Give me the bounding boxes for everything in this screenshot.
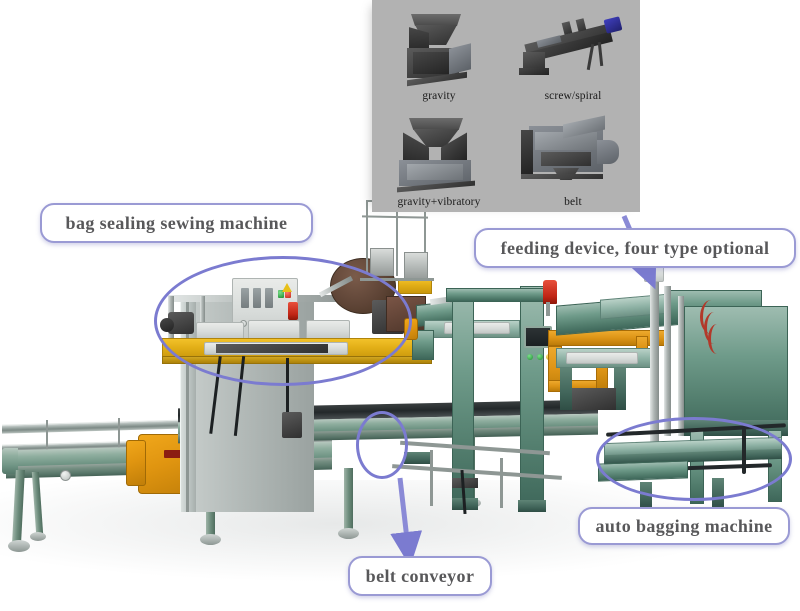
feed-option-label: gravity+vibratory [397,196,481,208]
callout-bag-sealing-sewing-machine[interactable]: bag sealing sewing machine [40,203,313,243]
feed-option-screw-spiral: screw/spiral [506,0,640,106]
warning-beacon [543,280,557,304]
feed-option-label: belt [564,196,582,208]
gravity-feeder-illustration [385,12,493,87]
belt-feeder-illustration [519,115,627,192]
feed-option-belt: belt [506,106,640,212]
callout-label: auto bagging machine [595,515,773,536]
fill-spout-rod [650,272,659,442]
gravity-vibratory-feeder-illustration [385,118,493,193]
callout-feeding-device[interactable]: feeding device, four type optional [474,228,796,268]
feeding-options-panel: gravity screw/spiral [372,0,640,212]
highlight-auto-bagging-machine [596,417,792,501]
highlight-bag-sealing-sewing-machine [154,256,412,386]
callout-auto-bagging-machine[interactable]: auto bagging machine [578,507,790,545]
feed-option-label: gravity [422,90,456,102]
feed-option-label: screw/spiral [544,90,602,102]
callout-label: feeding device, four type optional [500,237,770,258]
highlight-belt-conveyor [356,411,408,479]
screw-spiral-feeder-illustration [519,12,627,86]
callout-belt-conveyor[interactable]: belt conveyor [348,556,492,596]
feed-option-gravity-vibratory: gravity+vibratory [372,106,506,212]
callout-label: belt conveyor [365,565,475,586]
callout-label: bag sealing sewing machine [65,212,288,233]
feed-option-gravity: gravity [372,0,506,106]
